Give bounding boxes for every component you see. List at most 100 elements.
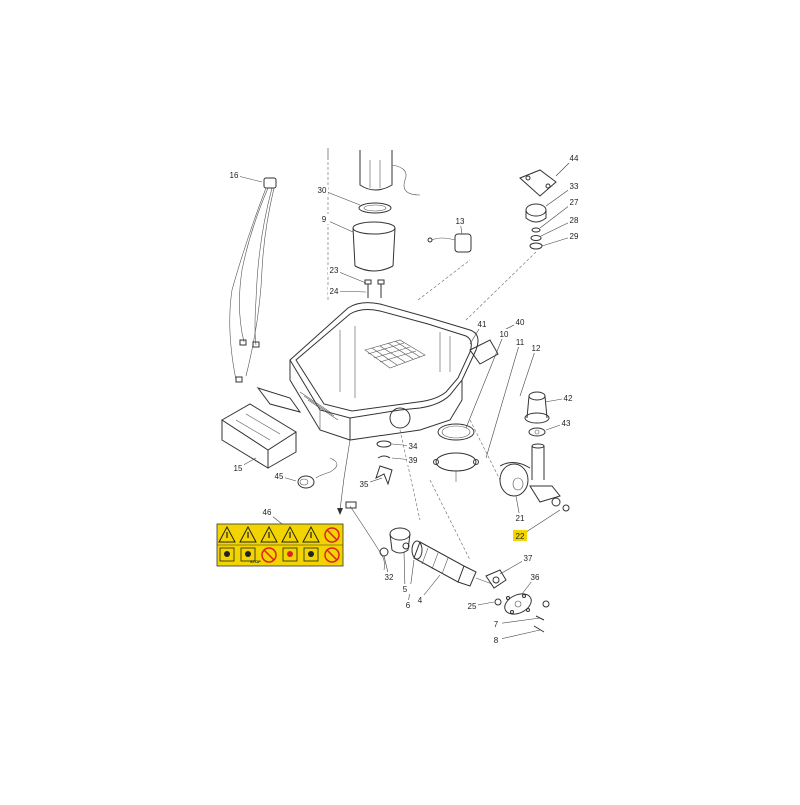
safety-warning-label: STOP <box>216 523 344 567</box>
callout-text-16: 16 <box>230 171 239 180</box>
callout-12: 12 <box>530 343 542 353</box>
callout-46: 46 <box>261 507 273 517</box>
callout-45: 45 <box>273 471 285 481</box>
callout-text-27: 27 <box>570 198 579 207</box>
callout-7: 7 <box>490 619 502 629</box>
bushing-part <box>524 391 550 437</box>
callout-text-41: 41 <box>478 320 487 329</box>
callout-text-32: 32 <box>385 573 394 582</box>
wire-harness <box>229 177 277 383</box>
callout-leaders <box>233 157 575 641</box>
callout-text-23: 23 <box>330 266 339 275</box>
callout-text-36: 36 <box>531 573 540 582</box>
callout-9: 9 <box>318 214 330 224</box>
callout-text-28: 28 <box>570 216 579 225</box>
callout-text-37: 37 <box>524 554 533 563</box>
callout-34: 34 <box>407 441 419 451</box>
stop-icon <box>240 547 256 562</box>
callout-text-15: 15 <box>234 464 243 473</box>
assembly-lines <box>327 162 537 561</box>
callout-23: 23 <box>328 265 340 275</box>
motor-column <box>327 148 421 196</box>
callout-text-39: 39 <box>409 456 418 465</box>
callout-33: 33 <box>568 181 580 191</box>
leader-line-8 <box>495 629 541 641</box>
distance-icon <box>303 547 319 562</box>
callout-text-4: 4 <box>418 596 423 605</box>
leader-line-12 <box>519 347 537 397</box>
manual-icon <box>239 525 257 543</box>
callout-text-10: 10 <box>500 330 509 339</box>
leader-line-5 <box>403 551 406 590</box>
leader-arrow <box>337 508 343 515</box>
leader-line-7 <box>495 617 541 625</box>
callout-22: 22 <box>513 530 527 541</box>
control-box <box>221 403 297 469</box>
callout-text-30: 30 <box>318 186 327 195</box>
callout-39: 39 <box>407 455 419 465</box>
label-leader <box>339 439 351 511</box>
callout-highlight <box>513 530 527 541</box>
leader-line-11 <box>485 341 521 459</box>
callout-text-34: 34 <box>409 442 418 451</box>
stop-text: STOP <box>250 559 261 564</box>
callout-text-7: 7 <box>494 620 499 629</box>
callout-text-40: 40 <box>516 318 525 327</box>
callout-40: 40 <box>514 317 526 327</box>
callout-42: 42 <box>562 393 574 403</box>
main-housing <box>256 302 499 441</box>
callout-43: 43 <box>560 418 572 428</box>
cylinder-part <box>352 221 396 272</box>
callout-text-13: 13 <box>456 217 465 226</box>
wheel-assembly <box>499 443 570 512</box>
callout-11: 11 <box>514 337 526 347</box>
callout-32: 32 <box>383 572 395 582</box>
callout-text-42: 42 <box>564 394 573 403</box>
gasket-rings <box>433 423 479 482</box>
leader-line-10 <box>465 333 505 429</box>
callout-35: 35 <box>358 479 370 489</box>
callout-labels: 16 30 9 13 23 24 44 33 27 28 29 41 40 10 11 12 42 43 34 39 1… <box>228 153 580 645</box>
motor-unit <box>345 501 493 587</box>
ring-part <box>358 202 392 214</box>
callout-15: 15 <box>232 463 244 473</box>
no-riding-icon <box>261 547 277 563</box>
leader-line-6 <box>407 559 415 606</box>
callout-27: 27 <box>568 197 580 207</box>
blade-disc-parts <box>485 569 550 633</box>
callout-41: 41 <box>476 319 488 329</box>
callout-text-33: 33 <box>570 182 579 191</box>
read-manual-icon <box>219 547 235 562</box>
callout-text-44: 44 <box>570 154 579 163</box>
callout-28: 28 <box>568 215 580 225</box>
callout-text-35: 35 <box>360 480 369 489</box>
power-cable <box>297 457 338 489</box>
callout-6: 6 <box>402 600 414 610</box>
callout-text-9: 9 <box>322 215 327 224</box>
callout-37: 37 <box>522 553 534 563</box>
sensor-part <box>519 169 557 197</box>
callout-text-43: 43 <box>562 419 571 428</box>
small-fittings <box>375 440 393 486</box>
callout-36: 36 <box>529 572 541 582</box>
callout-29: 29 <box>568 231 580 241</box>
callout-21: 21 <box>514 513 526 523</box>
connector-part <box>427 233 472 253</box>
callout-text-24: 24 <box>330 287 339 296</box>
callout-text-5: 5 <box>403 585 408 594</box>
cap-and-rings <box>525 203 547 250</box>
foot-hazard-icon <box>281 525 299 543</box>
callout-4: 4 <box>414 595 426 605</box>
blade-hazard-icon <box>260 525 278 543</box>
leader-line-30 <box>321 189 361 206</box>
callout-5: 5 <box>399 584 411 594</box>
no-hands-icon <box>324 547 340 563</box>
callout-44: 44 <box>568 153 580 163</box>
callout-text-29: 29 <box>570 232 579 241</box>
callout-text-46: 46 <box>263 508 272 517</box>
callout-text-45: 45 <box>275 472 284 481</box>
callout-13: 13 <box>454 216 466 226</box>
screws <box>364 279 385 298</box>
no-children-icon <box>324 527 340 543</box>
